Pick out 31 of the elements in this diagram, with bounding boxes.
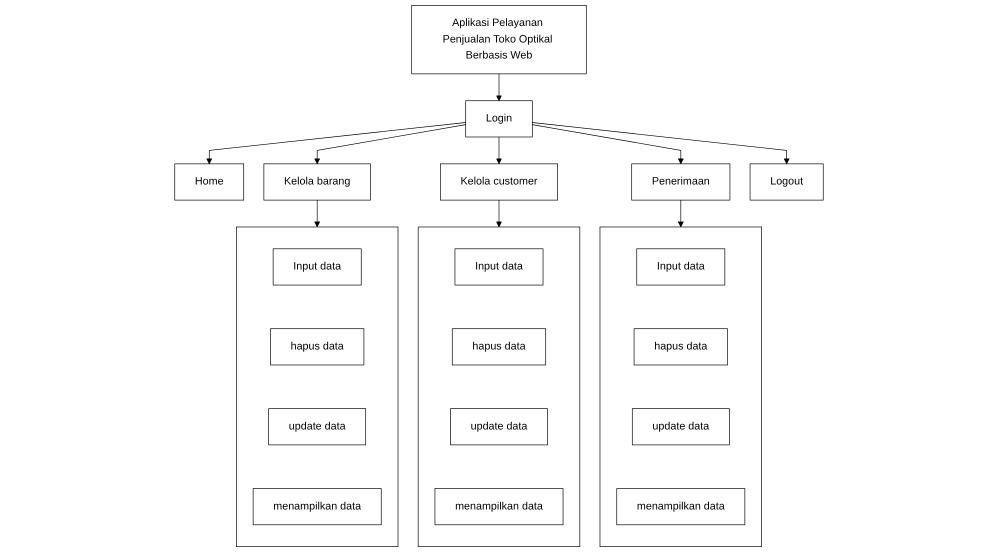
node-box: menampilkan data [252,488,382,526]
node-box: Kelola customer [440,164,558,200]
cluster [418,226,580,547]
node-box: hapus data [452,328,546,366]
cluster [236,226,398,547]
node-box: Login [465,100,533,138]
node-box: Penerimaan [631,164,730,200]
arrow [532,122,790,164]
node-box: Logout [750,164,824,200]
arrow [496,136,502,164]
arrow [314,200,320,228]
node-box: Home [174,164,244,200]
node-box: Aplikasi Pelayanan Penjualan Toko Optikal Berbasis Web [411,5,587,74]
cluster [600,226,762,547]
arrow [314,124,466,164]
node-box: Kelola barang [264,164,371,200]
arrow [532,124,684,164]
node-box: Input data [272,248,362,286]
node-box: update data [268,408,366,446]
node-box: menampilkan data [616,488,746,526]
arrow [496,74,502,101]
node-box: Input data [636,248,726,286]
node-box: update data [450,408,548,446]
node-box: update data [632,408,730,446]
arrow [206,122,466,164]
node-box: Input data [454,248,544,286]
node-box: menampilkan data [434,488,564,526]
arrow [678,200,684,228]
arrow [496,200,502,228]
node-box: hapus data [634,328,728,366]
node-box: hapus data [270,328,364,366]
